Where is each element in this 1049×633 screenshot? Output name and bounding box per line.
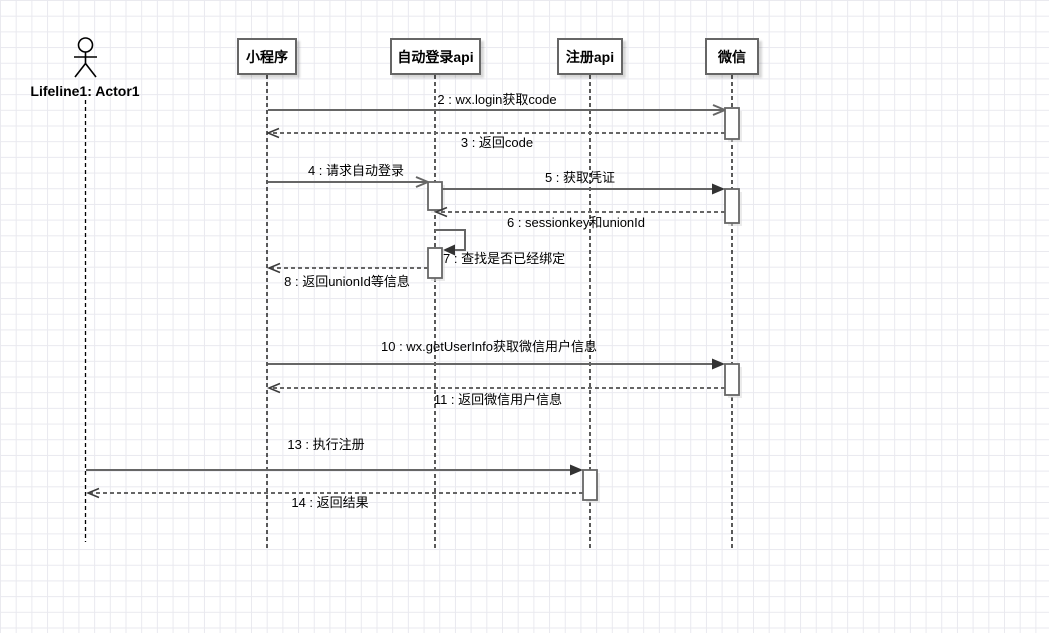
open-arrowhead-icon	[267, 262, 281, 274]
filled-arrowhead-icon	[712, 183, 725, 195]
filled-arrowhead-icon	[712, 358, 725, 370]
activation-wechat-1[interactable]	[724, 107, 740, 140]
message-6-sessionkey-unionid[interactable]	[434, 206, 725, 218]
open-arrowhead-icon	[267, 382, 281, 394]
message-8-return-unionid[interactable]	[267, 262, 428, 274]
message-4-request-auto-login[interactable]	[268, 176, 429, 188]
participant-label: 微信	[718, 48, 746, 65]
message-6-label[interactable]: 6 : sessionkey和unionId	[506, 215, 646, 230]
actor-leg-right	[84, 63, 97, 78]
message-line	[435, 229, 466, 251]
actor-figure[interactable]	[74, 37, 97, 78]
message-11-return-userinfo[interactable]	[267, 382, 725, 394]
participant-box-register-api[interactable]: 注册api	[557, 38, 623, 75]
message-11-label[interactable]: 11 : 返回微信用户信息	[433, 392, 563, 407]
activation-wechat-3[interactable]	[724, 363, 740, 396]
message-10-label[interactable]: 10 : wx.getUserInfo获取微信用户信息	[381, 339, 597, 354]
filled-arrowhead-icon	[443, 244, 455, 256]
participant-box-wechat[interactable]: 微信	[705, 38, 759, 75]
message-5-label[interactable]: 5 : 获取凭证	[544, 170, 616, 185]
activation-register-1[interactable]	[582, 469, 598, 501]
activation-bars	[427, 107, 742, 503]
activation-wechat-2[interactable]	[724, 188, 740, 224]
actor-head	[77, 37, 94, 53]
actor-leg-left	[74, 63, 87, 78]
participant-label: 注册api	[565, 48, 615, 65]
message-13-do-register[interactable]	[86, 464, 583, 476]
participant-label: 自动登录api	[397, 48, 474, 65]
message-13-label[interactable]: 13 : 执行注册	[287, 437, 365, 452]
filled-arrowhead-icon	[570, 464, 583, 476]
open-arrowhead-icon	[415, 176, 429, 188]
open-arrowhead-icon	[266, 127, 280, 139]
message-2-label[interactable]: 2 : wx.login获取code	[437, 92, 557, 107]
message-10-get-userinfo[interactable]	[268, 358, 725, 370]
open-arrowhead-icon	[434, 206, 448, 218]
activation-auto-login-2[interactable]	[427, 247, 443, 279]
message-14-return-result[interactable]	[86, 487, 583, 499]
participant-box-mini-program[interactable]: 小程序	[237, 38, 297, 75]
message-2-wx-login[interactable]	[268, 104, 726, 116]
open-arrowhead-icon	[712, 104, 726, 116]
message-7-self-check-bind[interactable]	[435, 229, 466, 256]
message-7-label[interactable]: 7 : 查找是否已经绑定	[443, 251, 566, 266]
open-arrowhead-icon	[86, 487, 100, 499]
actor-label[interactable]: Lifeline1: Actor1	[30, 83, 140, 99]
message-8-label[interactable]: 8 : 返回unionId等信息	[284, 274, 410, 289]
message-3-label[interactable]: 3 : 返回code	[460, 135, 534, 150]
message-3-return-code[interactable]	[266, 127, 725, 139]
activation-auto-login-1[interactable]	[427, 181, 443, 211]
participant-label: 小程序	[246, 48, 288, 65]
message-14-label[interactable]: 14 : 返回结果	[291, 495, 369, 510]
participant-box-auto-login-api[interactable]: 自动登录api	[390, 38, 481, 75]
message-5-get-credential[interactable]	[442, 183, 725, 195]
message-4-label[interactable]: 4 : 请求自动登录	[307, 163, 405, 178]
